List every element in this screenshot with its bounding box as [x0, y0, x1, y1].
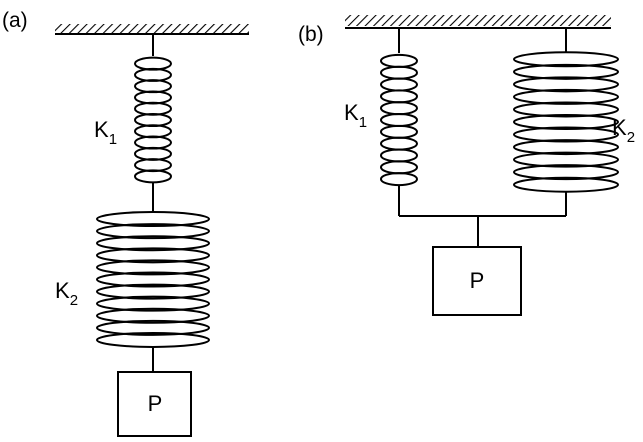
spring-k1-label-a: K1 — [94, 117, 117, 148]
mass-box-b — [432, 246, 522, 316]
spring-coil-turn — [96, 211, 210, 228]
spring-coil-turn — [134, 158, 172, 173]
panel-b-label: (b) — [298, 23, 324, 46]
spring-coil-turn — [380, 89, 418, 104]
spring-coil-turn — [134, 169, 172, 184]
spring-coil-turn — [513, 101, 619, 118]
spring-coil-turn — [380, 77, 418, 92]
spring-k1-symbol-a: K — [94, 117, 109, 142]
spring-k2-label-b: K2 — [612, 115, 635, 146]
spring-coil-turn — [380, 148, 418, 163]
mass-label-a: P — [148, 391, 163, 416]
spring-coil-turn — [380, 113, 418, 127]
spring-coil-turn — [380, 136, 418, 151]
spring-k2-a — [96, 211, 210, 348]
spring-coil-turn — [134, 67, 172, 82]
spring-coil-turn — [96, 331, 210, 348]
spring-k1-label-b: K1 — [344, 100, 367, 131]
spring-coil-turn — [513, 76, 619, 93]
spring-k2-label-a: K2 — [55, 278, 78, 309]
spring-coil-turn — [513, 139, 619, 156]
spring-k1-b — [380, 53, 418, 187]
mass-label-b: P — [470, 268, 485, 293]
spring-k2-symbol-b: K — [612, 115, 627, 140]
mass-box-a — [117, 371, 192, 437]
spring-coil-turn — [380, 65, 418, 80]
spring-coil-turn — [134, 113, 172, 127]
spring-coil-turn — [96, 235, 210, 252]
spring-coil-turn — [96, 259, 210, 276]
panel-b: (b) P K1 K2 — [298, 15, 635, 316]
spring-coil-turn — [380, 160, 418, 175]
spring-coil-turn — [96, 307, 210, 324]
spring-coil-turn — [96, 271, 210, 288]
spring-coil-turn — [96, 223, 210, 240]
spring-coil-turn — [134, 135, 172, 150]
spring-coil-turn — [513, 51, 619, 68]
spring-k2-b — [513, 51, 619, 193]
ceiling-a — [55, 24, 249, 35]
spring-coil-turn — [134, 90, 172, 105]
spring-coil-turn — [380, 101, 418, 116]
spring-k2-subscript-a: 2 — [70, 292, 78, 309]
spring-coil-turn — [513, 151, 619, 168]
spring-coil-turn — [380, 124, 418, 139]
spring-k1-a — [134, 56, 172, 184]
spring-k2-symbol-a: K — [55, 278, 70, 303]
spring-coil-turn — [513, 63, 619, 80]
spring-k1-subscript-a: 1 — [109, 131, 117, 148]
spring-coil-turn — [513, 126, 619, 143]
panel-a: (a) P K1 K2 — [2, 9, 249, 437]
spring-coil-turn — [96, 319, 210, 336]
panel-a-label: (a) — [2, 9, 28, 32]
spring-coil-turn — [380, 53, 418, 68]
spring-coil-turn — [96, 247, 210, 264]
spring-k2-subscript-b: 2 — [627, 129, 635, 146]
spring-coil-turn — [96, 295, 210, 312]
spring-coil-turn — [380, 172, 418, 187]
ceiling-b — [345, 15, 611, 29]
spring-coil-turn — [134, 56, 172, 71]
spring-coil-turn — [513, 114, 619, 130]
spring-k1-symbol-b: K — [344, 100, 359, 125]
spring-coil-turn — [513, 164, 619, 181]
spring-coil-turn — [134, 124, 172, 139]
spring-coil-turn — [96, 283, 210, 300]
spring-coil-turn — [513, 176, 619, 193]
spring-coil-turn — [134, 146, 172, 161]
spring-coil-turn — [134, 79, 172, 94]
spring-coil-turn — [134, 101, 172, 116]
spring-k1-subscript-b: 1 — [359, 114, 367, 131]
spring-coil-turn — [513, 88, 619, 105]
